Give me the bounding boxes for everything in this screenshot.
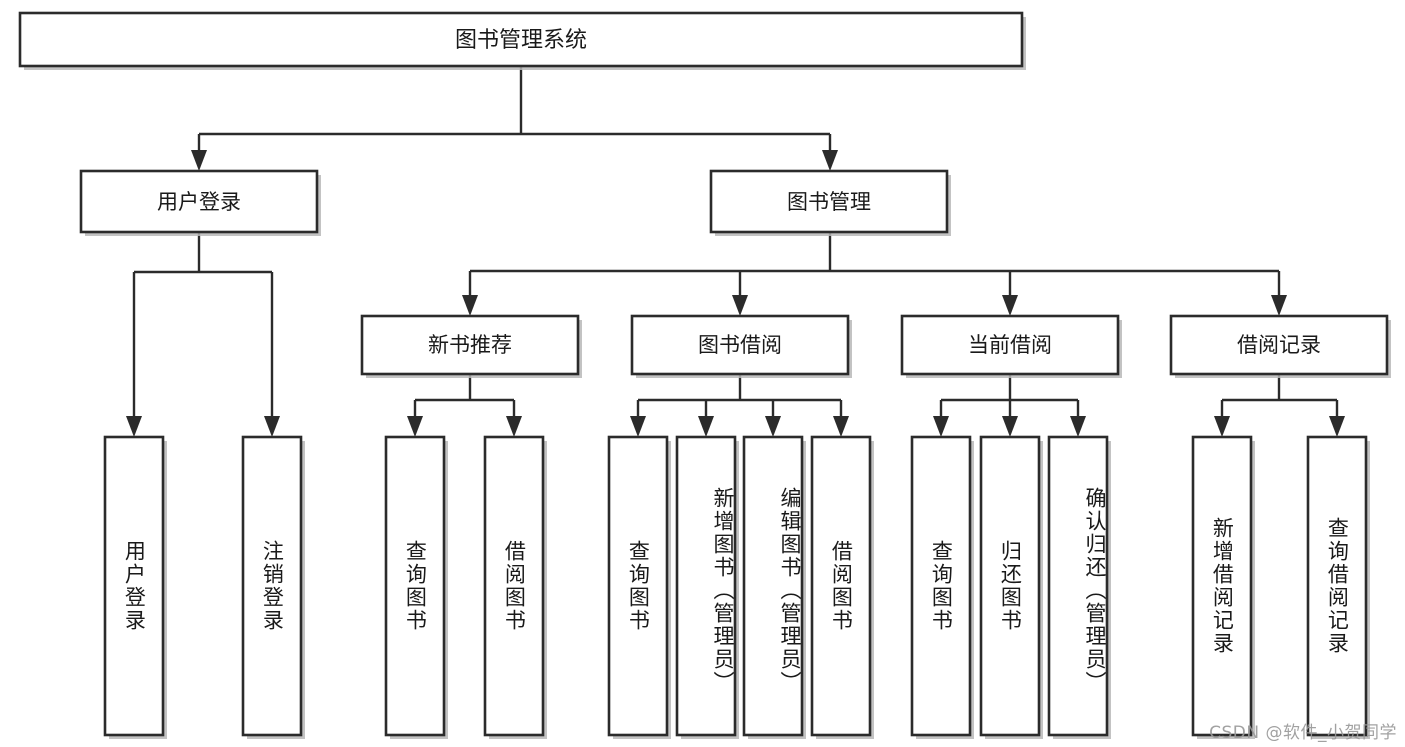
node-leaf-borrow-book-rec[interactable] <box>483 435 547 739</box>
node-leaf-borrow-book-rec-box[interactable] <box>483 435 545 737</box>
connector-layer <box>126 66 1345 437</box>
arrow-leaf-edit-book <box>765 416 781 437</box>
node-new-book-rec[interactable]: 新书推荐 <box>360 314 582 378</box>
arrow-leaf-add-book <box>698 416 714 437</box>
node-leaf-add-book[interactable] <box>675 435 739 739</box>
arrow-leaf-query-book-current <box>933 416 949 437</box>
node-current-borrow[interactable]: 当前借阅 <box>900 314 1122 378</box>
node-leaf-borrow-book[interactable] <box>810 435 874 739</box>
node-leaf-confirm-return-box[interactable] <box>1047 435 1109 737</box>
node-leaf-query-book-borrow[interactable] <box>607 435 671 739</box>
node-book-manage-box[interactable] <box>709 169 949 234</box>
arrow-leaf-borrow-book-rec <box>506 416 522 437</box>
arrow-leaf-confirm-return <box>1070 416 1086 437</box>
arrow-leaf-borrow-book <box>833 416 849 437</box>
node-root-label: 图书管理系统 <box>455 28 587 53</box>
node-leaf-user-login-box[interactable] <box>103 435 165 737</box>
node-book-borrow[interactable]: 图书借阅 <box>630 314 852 378</box>
node-leaf-query-book-rec-box[interactable] <box>384 435 446 737</box>
node-user-login-label: 用户登录 <box>157 190 241 214</box>
node-current-borrow-label: 当前借阅 <box>968 333 1052 357</box>
node-leaf-query-book-borrow-box[interactable] <box>607 435 669 737</box>
node-leaf-add-record[interactable] <box>1191 435 1255 739</box>
arrow-leaf-return-book <box>1002 416 1018 437</box>
node-new-book-rec-label: 新书推荐 <box>428 333 512 357</box>
node-book-borrow-label: 图书借阅 <box>698 333 782 357</box>
arrow-leaf-add-record <box>1214 416 1230 437</box>
node-leaf-logout-box[interactable] <box>241 435 303 737</box>
node-book-manage[interactable]: 图书管理 <box>709 169 951 236</box>
node-leaf-query-record-box[interactable] <box>1306 435 1368 737</box>
node-leaf-confirm-return[interactable] <box>1047 435 1111 739</box>
node-leaf-return-book[interactable] <box>979 435 1043 739</box>
arrow-leaf-query-book-borrow <box>630 416 646 437</box>
node-leaf-borrow-book-box[interactable] <box>810 435 872 737</box>
node-book-borrow-box[interactable] <box>630 314 850 376</box>
arrow-leaf-logout <box>264 416 280 437</box>
arrow-to-user-login <box>191 150 207 171</box>
node-root-box[interactable] <box>18 11 1024 68</box>
node-leaf-edit-book-box[interactable] <box>742 435 804 737</box>
node-leaf-edit-book[interactable] <box>742 435 806 739</box>
arrow-to-book-manage <box>822 150 838 171</box>
arrow-to-new-book-rec <box>462 295 478 316</box>
node-user-login-box[interactable] <box>79 169 319 234</box>
arrow-leaf-query-record <box>1329 416 1345 437</box>
node-leaf-logout[interactable] <box>241 435 305 739</box>
node-root[interactable]: 图书管理系统 <box>18 11 1026 70</box>
arrow-to-borrow-record <box>1271 295 1287 316</box>
node-leaf-add-record-box[interactable] <box>1191 435 1253 737</box>
node-borrow-record[interactable]: 借阅记录 <box>1169 314 1391 378</box>
arrow-leaf-user-login <box>126 416 142 437</box>
node-user-login[interactable]: 用户登录 <box>79 169 321 236</box>
node-borrow-record-label: 借阅记录 <box>1237 333 1321 357</box>
leaf-boxes-layer <box>103 435 1370 739</box>
arrow-to-current-borrow <box>1002 295 1018 316</box>
node-current-borrow-box[interactable] <box>900 314 1120 376</box>
arrow-leaf-query-book-rec <box>407 416 423 437</box>
node-leaf-query-book-current-box[interactable] <box>910 435 972 737</box>
node-book-manage-label: 图书管理 <box>787 190 871 214</box>
node-leaf-query-book-rec[interactable] <box>384 435 448 739</box>
node-leaf-return-book-box[interactable] <box>979 435 1041 737</box>
node-leaf-query-record[interactable] <box>1306 435 1370 739</box>
node-new-book-rec-box[interactable] <box>360 314 580 376</box>
node-leaf-add-book-box[interactable] <box>675 435 737 737</box>
node-leaf-query-book-current[interactable] <box>910 435 974 739</box>
csdn-watermark: CSDN @软件_小贺同学 <box>1209 723 1397 743</box>
arrow-to-book-borrow <box>732 295 748 316</box>
node-borrow-record-box[interactable] <box>1169 314 1389 376</box>
node-leaf-user-login[interactable] <box>103 435 167 739</box>
